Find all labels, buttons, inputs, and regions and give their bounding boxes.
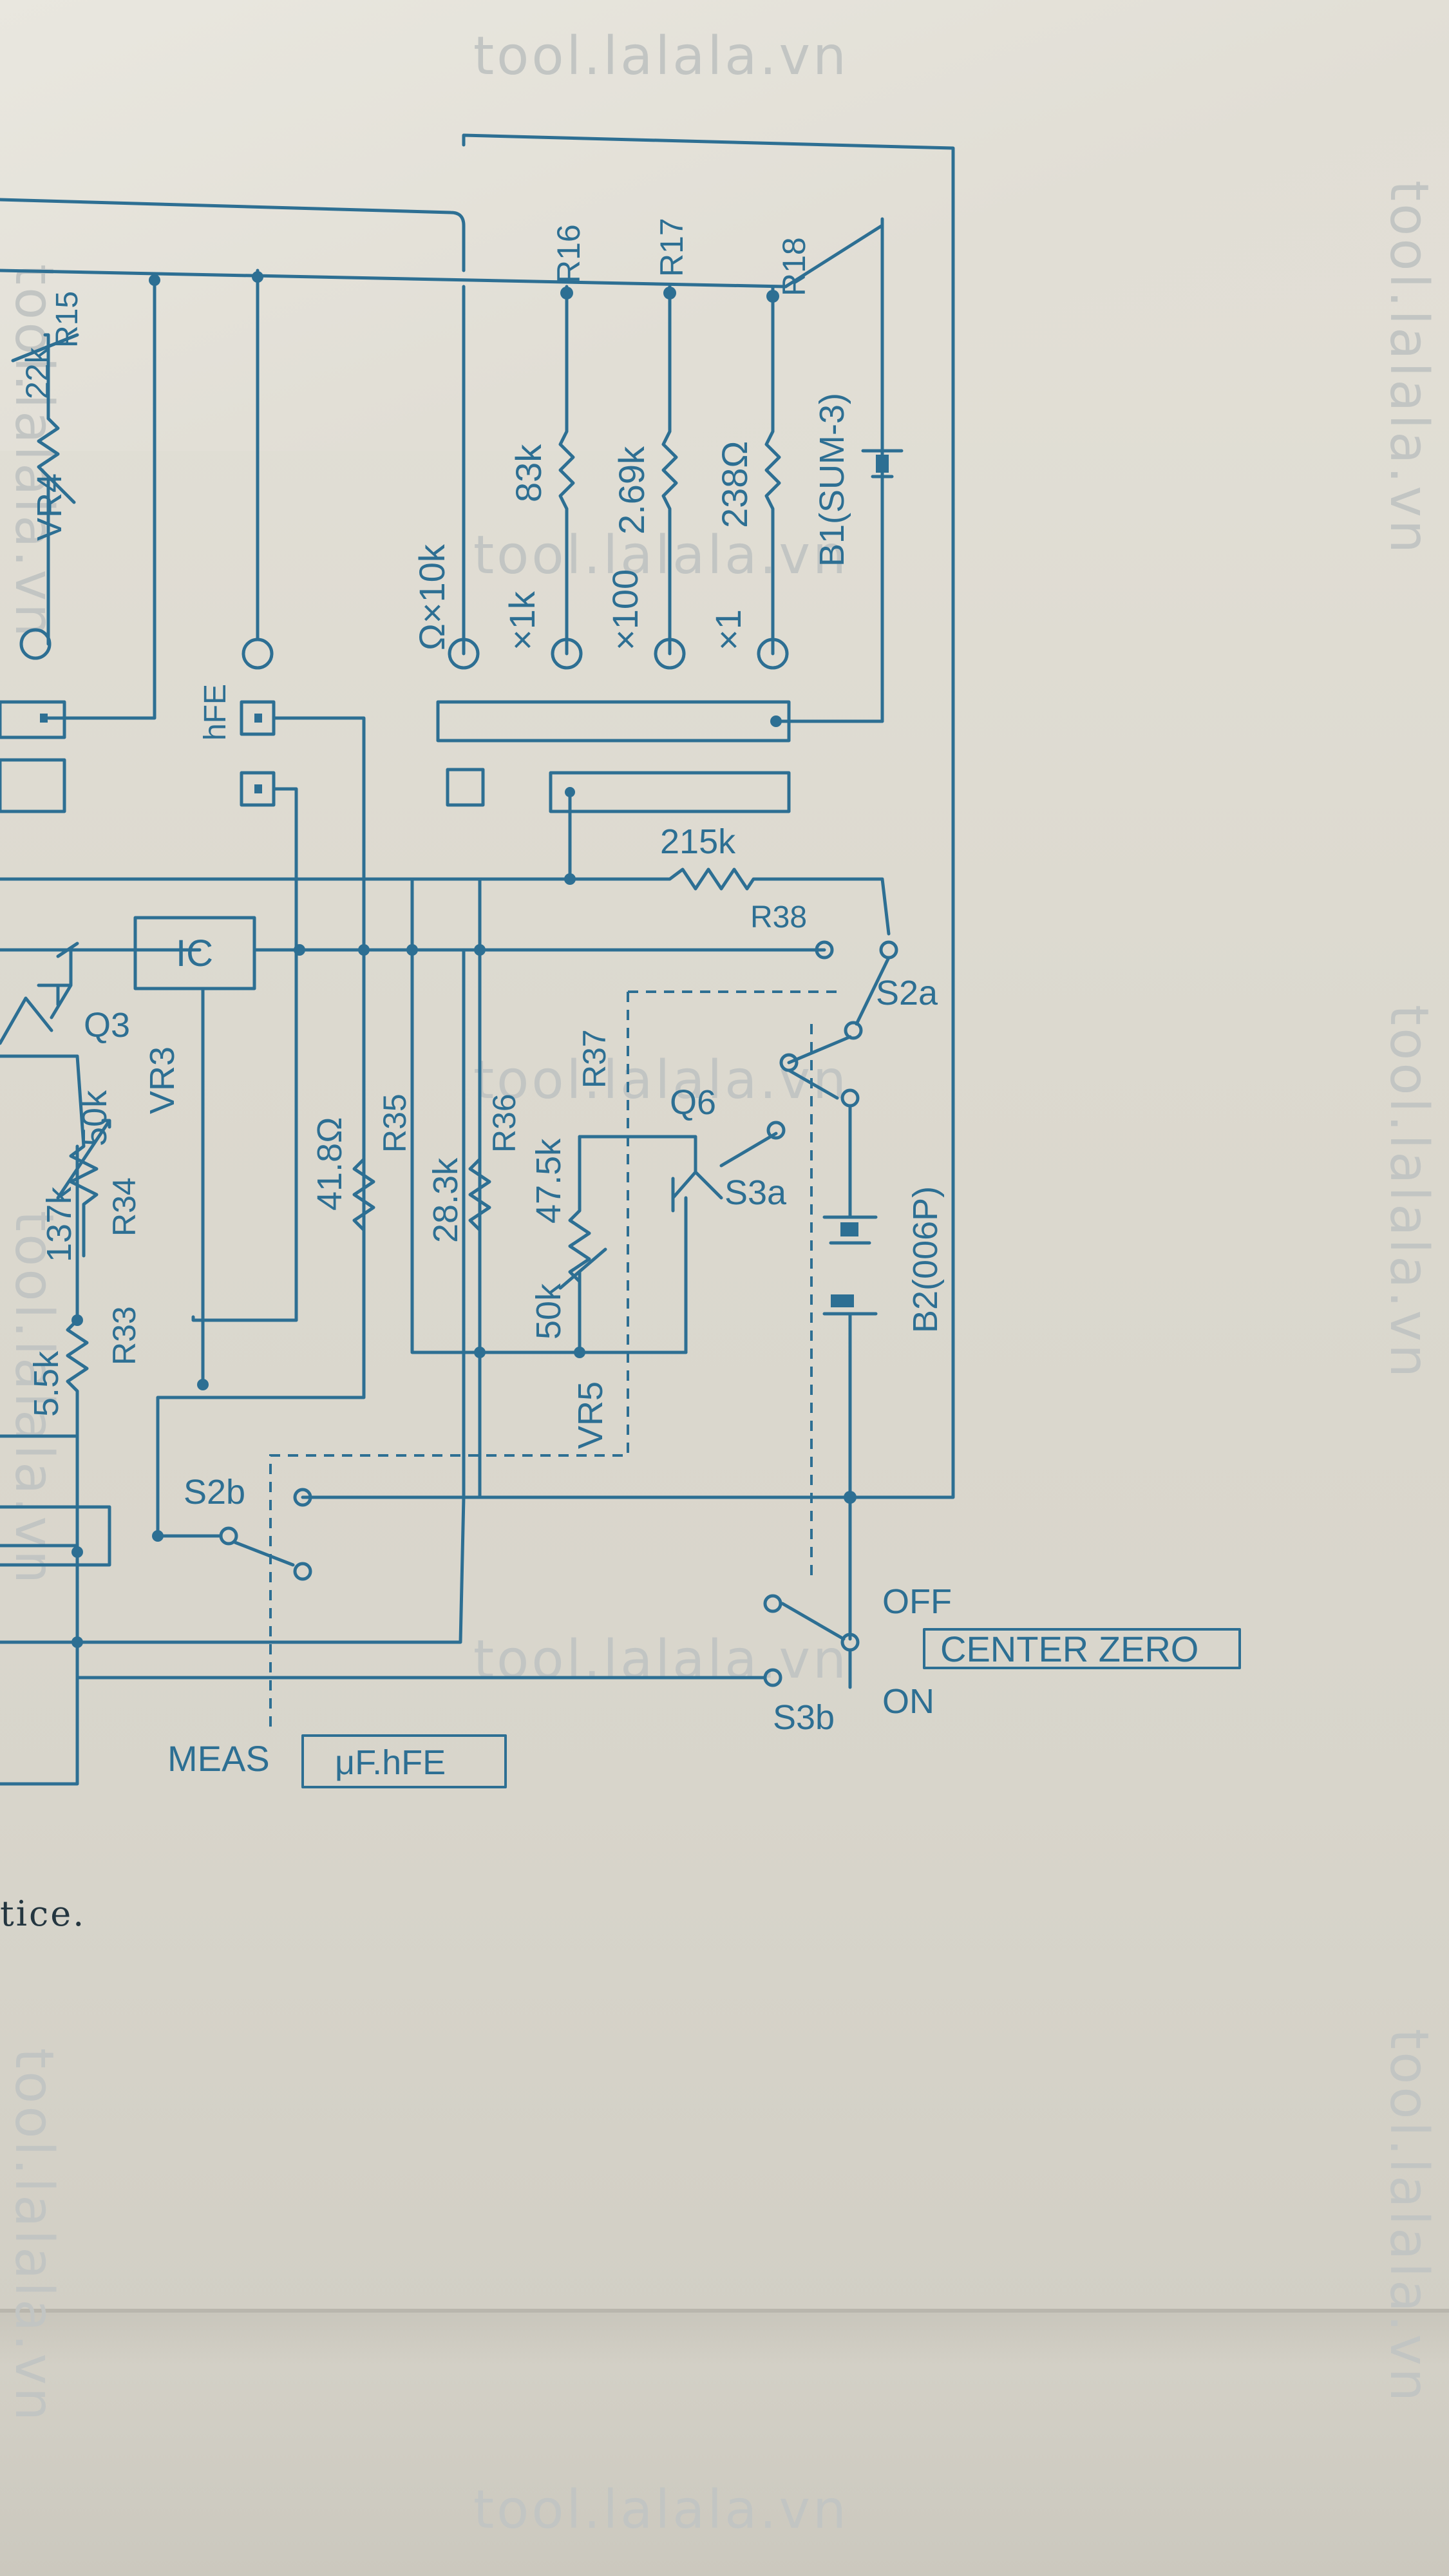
center-zero-box [923, 1628, 1241, 1669]
off-label: OFF [882, 1582, 952, 1621]
battery-b1-label: B1(SUM-3) [813, 393, 851, 567]
ohm-range-ladder [436, 285, 791, 743]
r35-name: R35 [377, 1094, 413, 1153]
q6-vr5-area [269, 990, 844, 1732]
vr5-value: 50k [529, 1283, 568, 1340]
r18-value: 238Ω [714, 441, 755, 528]
r18-name: R18 [776, 237, 812, 296]
s2a-contact-2 [879, 940, 898, 960]
range-x100-label: ×100 [605, 569, 645, 650]
folded-paper-corner [0, 0, 1449, 451]
uf-hfe-label: μF.hFE [335, 1743, 446, 1782]
watermark-left-3: tool.lalala.vn [3, 2048, 64, 2423]
outer-frame-wires [0, 133, 955, 1499]
vr4-value: 22k [19, 346, 55, 399]
ic-label: IC [176, 933, 213, 974]
s2a-contact-1 [815, 940, 834, 960]
watermark-bottom: tool.lalala.vn [473, 2479, 849, 2541]
watermark-center: tool.lalala.vn [473, 1050, 849, 1111]
r38-bus: IC [0, 790, 898, 1499]
s3-off-contact [763, 1594, 782, 1613]
battery-b1 [861, 217, 904, 723]
r17-name: R17 [654, 218, 690, 277]
labels: Ω×10k ×1k ×100 ×1 83k 2.69k 238Ω R16 R17… [0, 218, 1241, 1934]
s2b-contact-bottom [293, 1562, 312, 1581]
range-switch-bar [436, 700, 791, 743]
s2b-contact-top [293, 1488, 312, 1507]
r36-value: 28.3k [426, 1157, 465, 1243]
vr4-area [11, 333, 79, 646]
s2b-label: S2b [184, 1473, 245, 1511]
hfe-label: hFE [198, 684, 232, 741]
ic-block [133, 916, 256, 990]
r37-name: R37 [576, 1029, 612, 1088]
q3-label: Q3 [84, 1006, 130, 1045]
r33-name: R33 [106, 1306, 142, 1365]
vr3-value: 50k [75, 1090, 114, 1146]
s2b-pivot [219, 1526, 238, 1546]
s3b-label: S3b [773, 1698, 835, 1737]
ohm-x10k-label: Ω×10k [412, 544, 452, 650]
terminal-x100 [654, 638, 686, 670]
r36-name: R36 [486, 1094, 522, 1153]
terminal-top-hfe [242, 638, 274, 670]
q6-label: Q6 [670, 1083, 716, 1122]
left-edge-box-2 [0, 700, 66, 739]
r34-value: 137k [40, 1186, 79, 1262]
s2a-label: S2a [876, 974, 938, 1012]
watermark-left-2: tool.lalala.vn [3, 1211, 64, 1586]
terminal-x10k [448, 638, 480, 670]
r34-name: R34 [106, 1177, 142, 1236]
s3a-label: S3a [724, 1173, 787, 1212]
r17-value: 2.69k [611, 446, 652, 535]
r35-r36-column [156, 877, 688, 1541]
s2a-b2-area [0, 948, 878, 1689]
terminal-x1 [757, 638, 789, 670]
s2b-switch [0, 1488, 312, 1786]
vr3-name: VR3 [143, 1046, 182, 1114]
meas-label: MEAS [167, 1738, 270, 1779]
r15-label: R15 [50, 291, 84, 348]
range-x1-label: ×1 [708, 609, 748, 650]
paper-fold-strip [0, 2309, 1449, 2576]
terminal-x1k [551, 638, 583, 670]
r16-value: 83k [508, 444, 549, 502]
q3-vr3-area [0, 942, 111, 1683]
r38-name: R38 [750, 900, 807, 934]
battery-b2-label: B2(006P) [906, 1186, 945, 1333]
left-edge-box [0, 758, 66, 813]
vr5-name: VR5 [571, 1381, 610, 1449]
notice-text-fragment: tice. [0, 1893, 86, 1934]
r35-value: 41.8Ω [310, 1117, 349, 1211]
s3a-contact [766, 1121, 786, 1140]
watermark-mid: tool.lalala.vn [473, 525, 849, 586]
square-terminal [446, 768, 485, 807]
r38-value: 215k [660, 822, 736, 861]
r37-value: 47.5k [529, 1138, 568, 1224]
watermark-lower: tool.lalala.vn [473, 1629, 849, 1690]
vr4-name: VR4 [30, 473, 69, 541]
watermark-right-2: tool.lalala.vn [1378, 1005, 1439, 1380]
uf-hfe-box [301, 1734, 507, 1788]
watermark-top: tool.lalala.vn [473, 26, 849, 87]
watermark-right-3: tool.lalala.vn [1378, 2029, 1439, 2404]
s2a-contact-3 [844, 1021, 863, 1040]
watermark-right-1: tool.lalala.vn [1378, 180, 1439, 556]
r16-name: R16 [551, 224, 587, 283]
range-x1k-label: ×1k [502, 591, 542, 650]
on-label: ON [882, 1682, 934, 1721]
range-switch-bar-2 [549, 771, 791, 813]
r33-value: 5.5k [27, 1350, 66, 1417]
center-zero-label: CENTER ZERO [940, 1629, 1198, 1669]
